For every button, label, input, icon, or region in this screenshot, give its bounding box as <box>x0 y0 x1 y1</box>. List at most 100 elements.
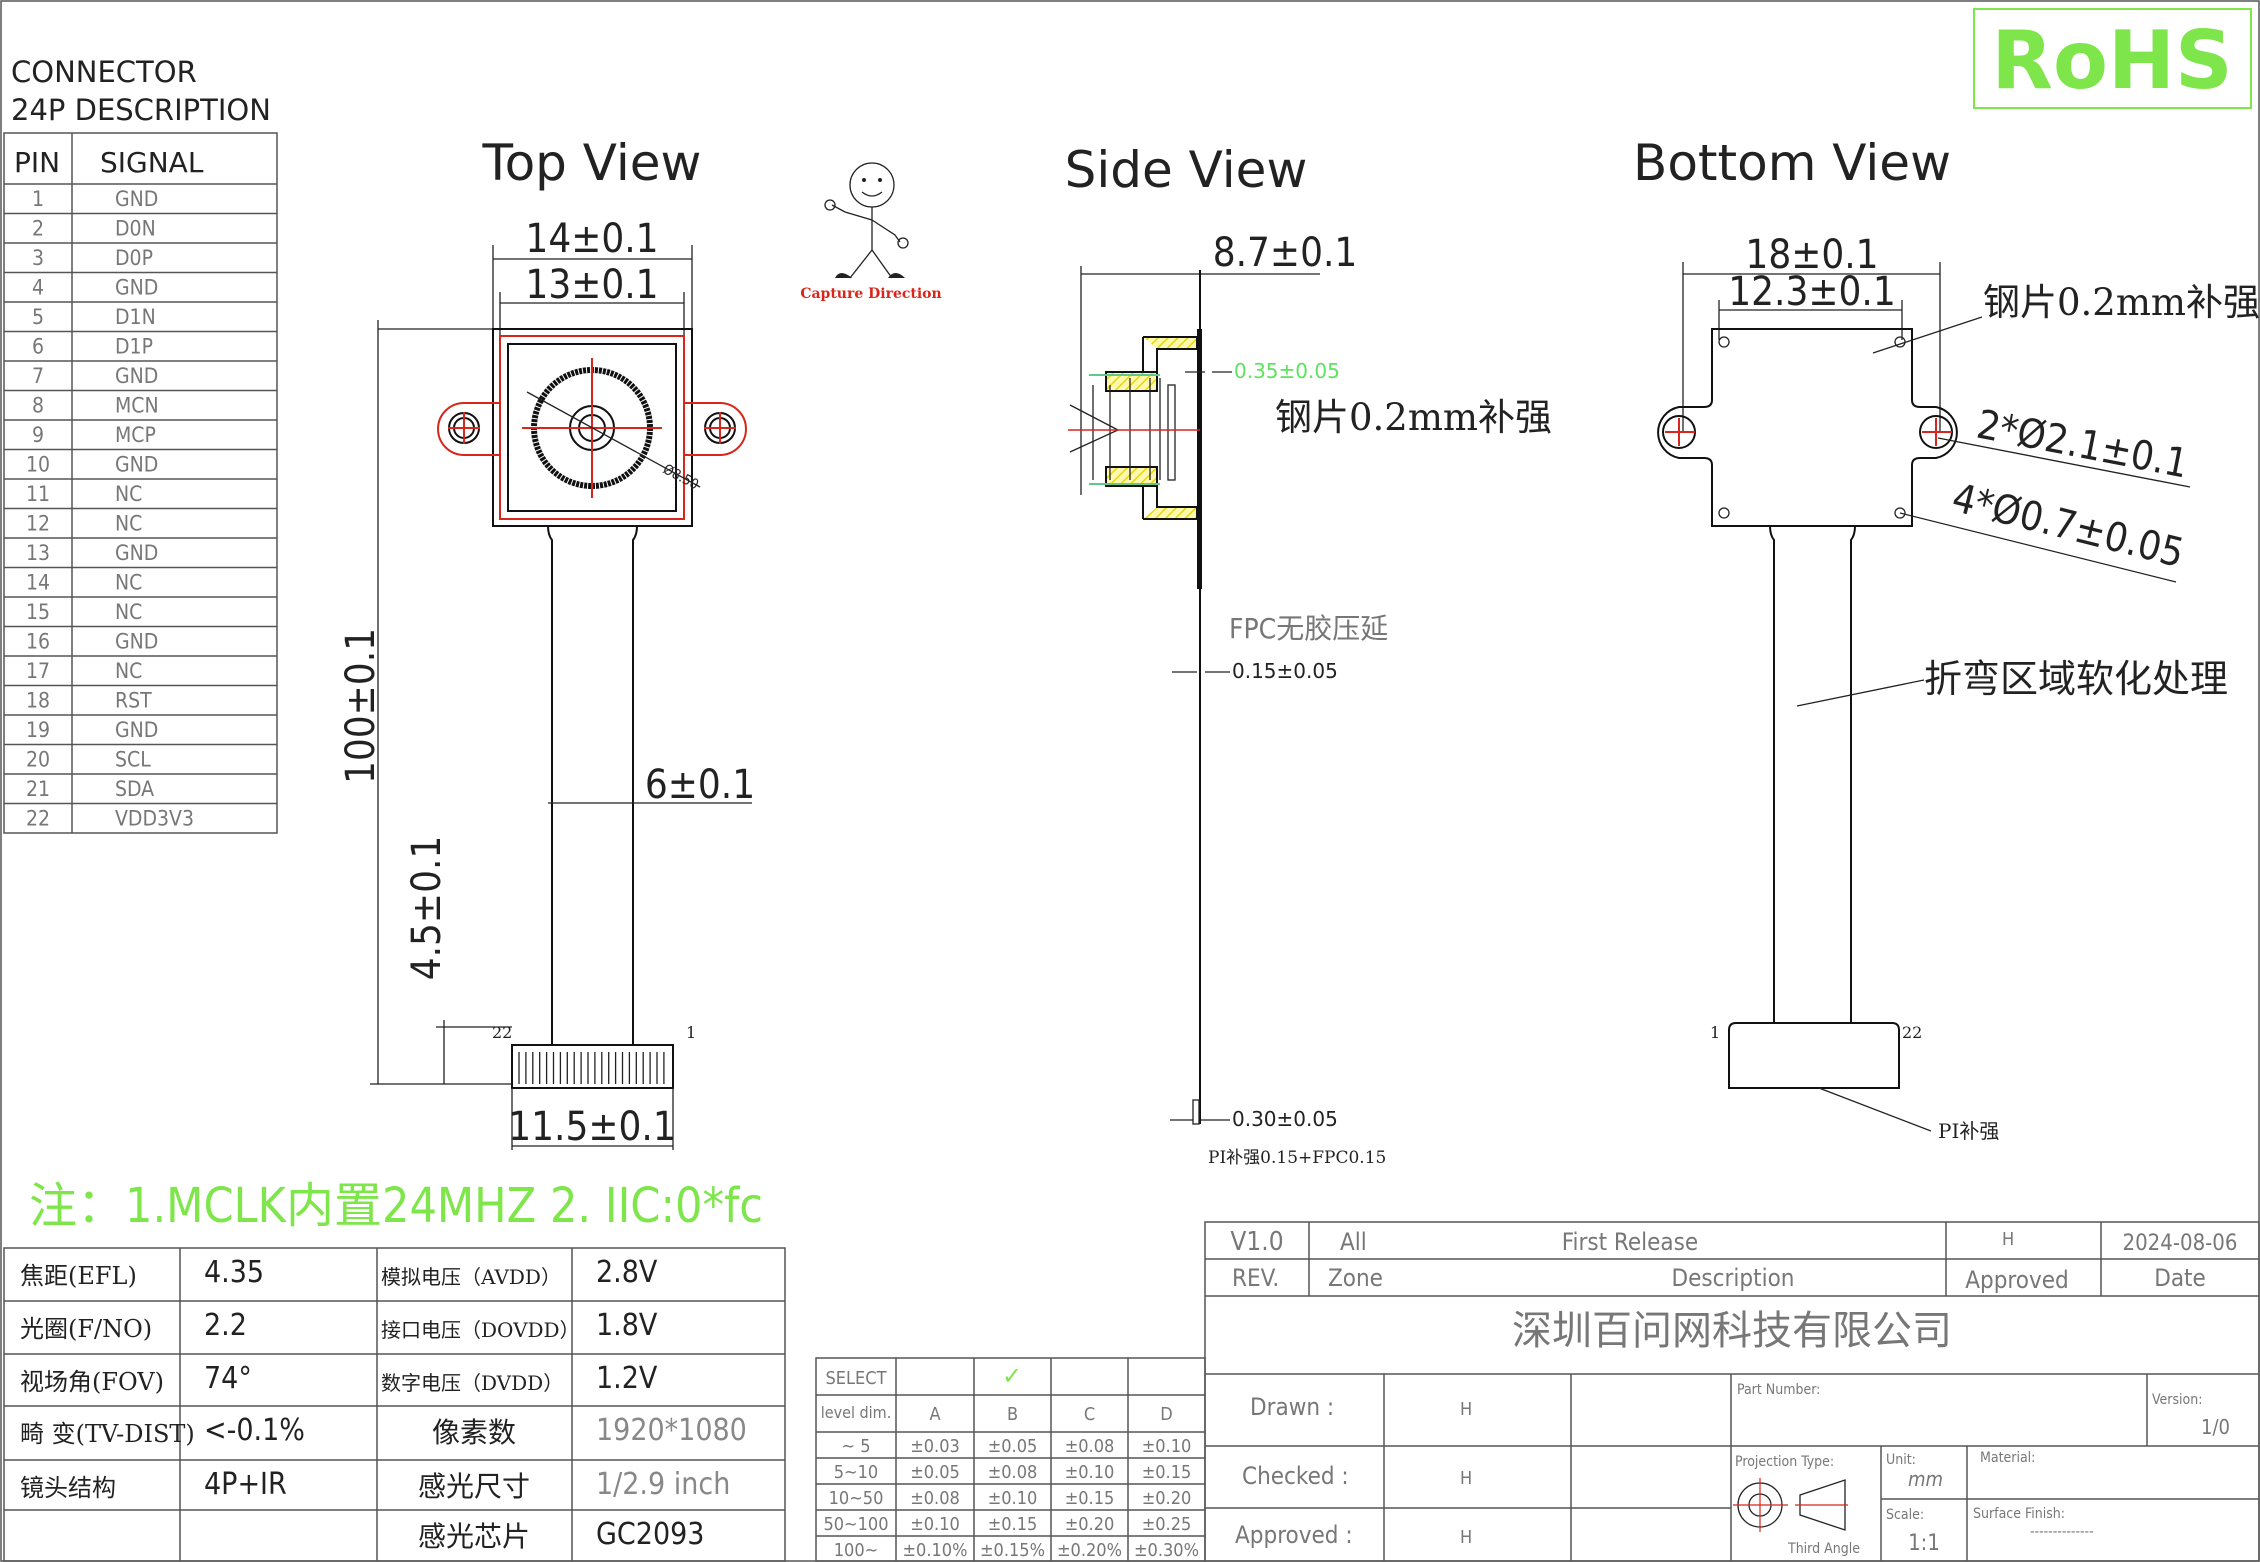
pin-number: 1 <box>32 187 44 211</box>
unit-label: Unit: <box>1886 1452 1916 1468</box>
pin-signal: GND <box>115 276 158 300</box>
pin-row: 11 NC <box>4 478 277 506</box>
bottom-note-pi: PI补强 <box>1938 1119 1999 1143</box>
stick-figure-icon <box>824 162 909 279</box>
bottom-dim-width-outer: 18±0.1 <box>1745 232 1878 278</box>
bottom-dim-large-holes: 2*Ø2.1±0.1 <box>1973 402 2192 488</box>
pin-signal: GND <box>115 187 158 211</box>
scale-label: Scale: <box>1886 1507 1924 1523</box>
approved-value: H <box>2002 1229 2014 1250</box>
dimension-range: ~ 5 <box>841 1436 870 1457</box>
tolerance-value: ±0.10 <box>1142 1436 1192 1457</box>
pin-row: 6 D1P <box>4 330 277 359</box>
pin-number: 6 <box>32 335 44 359</box>
spec-value-2: 1.2V <box>596 1361 658 1396</box>
side-note-end: PI补强0.15+FPC0.15 <box>1208 1148 1386 1168</box>
pin-number: 10 <box>26 453 50 477</box>
pin-signal: NC <box>115 482 142 506</box>
tolerance-value: ±0.03 <box>910 1436 960 1457</box>
side-dim-height: 8.7±0.1 <box>1213 230 1358 276</box>
spec-value: <-0.1% <box>204 1413 305 1448</box>
tolerance-value: ±0.10 <box>988 1488 1038 1509</box>
pin-signal: RST <box>115 689 152 713</box>
capture-direction-label: Capture Direction <box>800 286 941 302</box>
tolerance-value: ±0.20 <box>1065 1514 1115 1535</box>
pin-signal: GND <box>115 453 158 477</box>
tolerance-value: ±0.20% <box>1057 1540 1122 1561</box>
drawn-label: Drawn : <box>1250 1393 1334 1421</box>
pin-number: 11 <box>26 482 50 506</box>
side-view-title: Side View <box>1065 141 1308 199</box>
grade-header: C <box>1084 1404 1095 1425</box>
spec-label: 视场角(FOV) <box>20 1368 164 1396</box>
pin-number: 2 <box>32 217 44 241</box>
tolerance-row: 100~±0.10%±0.15%±0.20%±0.30% <box>834 1540 1199 1561</box>
dimension-range: 10~50 <box>829 1488 884 1509</box>
projection-label: Projection Type: <box>1735 1454 1834 1470</box>
date-value: 2024-08-06 <box>2122 1231 2237 1256</box>
top-dim-lens: Ø8.50 <box>660 461 701 493</box>
bottom-pin-label-right: 22 <box>1902 1023 1922 1042</box>
connector-subtitle: 24P DESCRIPTION <box>11 93 271 127</box>
top-pin-label-left: 22 <box>492 1023 512 1042</box>
pin-column-header: PIN <box>14 146 60 179</box>
tolerance-value: ±0.05 <box>910 1462 960 1483</box>
pin-number: 18 <box>26 689 50 713</box>
grade-header: D <box>1160 1404 1172 1425</box>
part-number-label: Part Number: <box>1737 1382 1820 1398</box>
side-dim-fpc: 0.15±0.05 <box>1232 659 1338 683</box>
zone-value: All <box>1340 1228 1367 1256</box>
pin-signal: GND <box>115 541 158 565</box>
tolerance-value: ±0.08 <box>910 1488 960 1509</box>
spec-value: 4P+IR <box>204 1467 287 1502</box>
check-icon: ✓ <box>1002 1362 1022 1390</box>
approved-header: Approved <box>1965 1266 2069 1294</box>
top-dim-flex-width: 6±0.1 <box>645 762 755 808</box>
spec-value-2: 1/2.9 inch <box>596 1467 730 1502</box>
version-label: Version: <box>2152 1392 2202 1408</box>
bottom-dim-small-holes: 4*Ø0.7±0.05 <box>1948 475 2189 577</box>
company-name: 深圳百问网科技有限公司 <box>1512 1308 1952 1354</box>
bottom-pin-label-left: 1 <box>1710 1023 1720 1042</box>
pin-row: 1 GND <box>32 187 158 211</box>
bottom-dim-width-inner: 12.3±0.1 <box>1728 269 1895 315</box>
top-dim-connector-width: 11.5±0.1 <box>508 1104 675 1150</box>
pin-number: 15 <box>26 600 50 624</box>
pin-signal: D0P <box>115 246 153 270</box>
pin-signal: GND <box>115 718 158 742</box>
top-dim-width-outer: 14±0.1 <box>525 216 658 262</box>
third-angle-projection-icon <box>1733 1478 1848 1532</box>
dimension-range: 50~100 <box>823 1514 888 1535</box>
description-value: First Release <box>1562 1228 1698 1256</box>
surface-finish-value: -------------- <box>2030 1524 2094 1540</box>
spec-label-2: 数字电压（DVDD） <box>381 1371 563 1395</box>
pin-number: 3 <box>32 246 44 270</box>
top-dim-length: 100±0.1 <box>338 628 384 784</box>
bottom-note-bend: 折弯区域软化处理 <box>1924 657 2228 701</box>
pin-signal: D1N <box>115 305 156 329</box>
spec-value-2: GC2093 <box>596 1517 704 1552</box>
connector-title: CONNECTOR <box>11 55 197 89</box>
rohs-label: RoHS <box>1991 14 2232 107</box>
top-pin-label-right: 1 <box>686 1023 696 1042</box>
pin-signal: D1P <box>115 335 153 359</box>
pin-number: 8 <box>32 394 44 418</box>
dimension-range: 5~10 <box>834 1462 878 1483</box>
pin-signal: GND <box>115 630 158 654</box>
design-note: 注：1.MCLK内置24MHZ 2. IIC:0*fc <box>29 1178 763 1234</box>
pin-number: 16 <box>26 630 50 654</box>
checked-value: H <box>1460 1468 1472 1489</box>
signal-column-header: SIGNAL <box>100 146 204 179</box>
